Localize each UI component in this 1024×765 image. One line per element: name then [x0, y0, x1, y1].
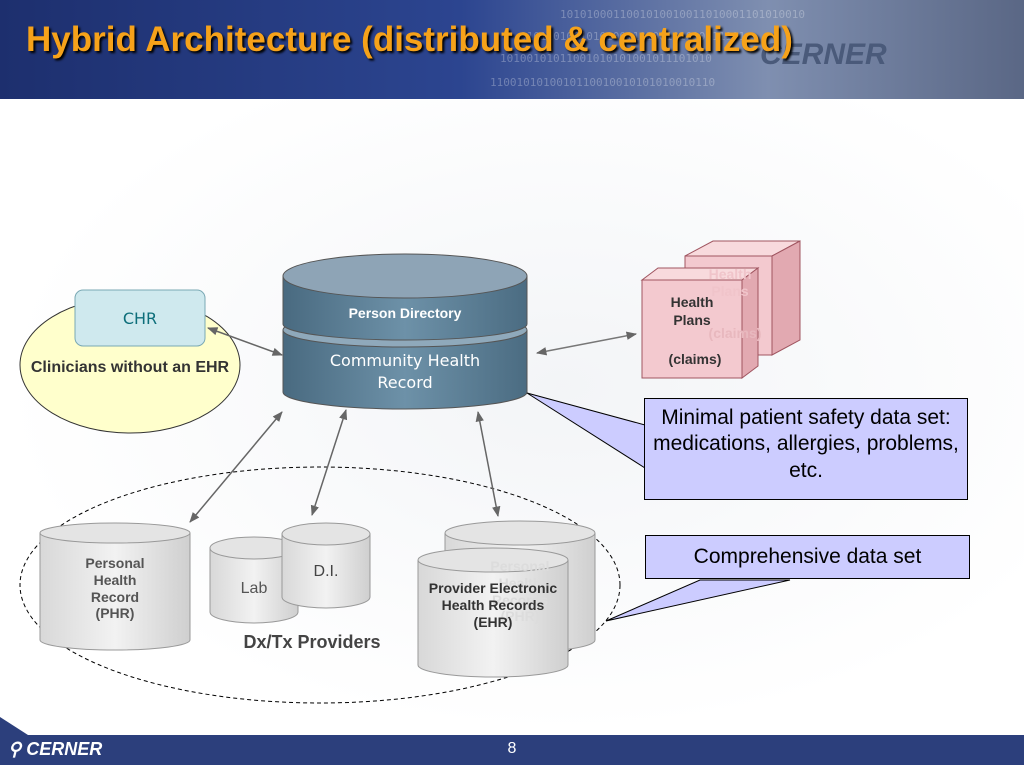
dx-tx-providers-label: Dx/Tx Providers: [243, 632, 381, 652]
di-cylinder: [281, 534, 371, 609]
chr-box: [74, 289, 206, 347]
slide-title: Hybrid Architecture (distributed & centr…: [26, 20, 793, 59]
person-directory-label: Person Directory: [348, 305, 462, 321]
page-number: 8: [507, 740, 517, 757]
chr-label: CHR: [122, 309, 158, 328]
phr-connector: [189, 411, 283, 523]
ehr-label: Provider Electronic Health Records (EHR): [428, 580, 558, 630]
slide-footer: [0, 735, 1024, 765]
health-plans-cube-front: [641, 279, 743, 379]
community-health-record-cylinder: [282, 330, 528, 410]
ehr-cylinder: [417, 560, 569, 678]
minimal-data-callout: Minimal patient safety data set: medicat…: [644, 398, 968, 500]
comprehensive-callout-pointer: [605, 579, 791, 622]
binary-decoration: 1100101010010110010010101010010110: [490, 76, 716, 89]
cerner-logo-icon: ⚲: [8, 739, 22, 759]
chr-connector: [207, 327, 283, 356]
phr-cylinder: [39, 533, 191, 651]
slide-header: 1010100011001010010011010001101010010 01…: [0, 0, 1024, 99]
di-label: D.I.: [313, 563, 339, 580]
binary-decoration: 0101101001010100110100101010011101: [520, 30, 746, 43]
footer-logo: ⚲ CERNER: [8, 739, 102, 760]
lab-cylinder: [209, 548, 299, 624]
health-plans-connector: [535, 331, 638, 356]
binary-decoration: 10100101011001010101001011101010: [500, 52, 712, 65]
binary-decoration: 1010100011001010010011010001101010010: [560, 8, 806, 21]
phr-label: Personal Health Record (PHR): [85, 555, 145, 622]
footer-logo-text: CERNER: [26, 739, 103, 759]
minimal-callout-pointer: [526, 392, 646, 469]
header-logo: CERNER: [760, 38, 887, 71]
phr-back-label: Personal Health Records (PHR): [490, 558, 550, 625]
lab-label: Lab: [240, 580, 268, 597]
health-plans-back-claims: (claims): [708, 325, 762, 341]
di-connector: [310, 409, 348, 516]
footer-wedge: [0, 717, 28, 735]
ehr-connector: [475, 410, 501, 518]
health-plans-back-label: Health Plans: [708, 266, 752, 299]
community-health-record-label: Community Health Record: [329, 351, 481, 393]
health-plans-front-label: Health Plans: [670, 294, 714, 329]
clinicians-label: Clinicians without an EHR: [30, 359, 230, 376]
comprehensive-data-callout: Comprehensive data set: [645, 535, 970, 579]
health-plans-front-claims: (claims): [668, 351, 722, 367]
